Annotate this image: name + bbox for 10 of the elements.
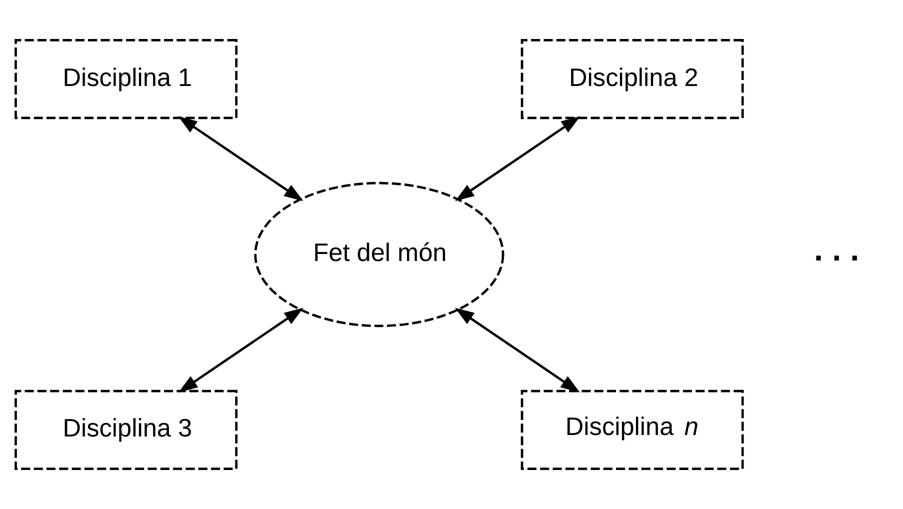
node-box: Disciplina 2 xyxy=(520,39,744,120)
arrow xyxy=(178,116,304,202)
node-box: Disciplina n xyxy=(520,390,744,470)
node-box: Disciplina 1 xyxy=(14,39,238,120)
node-box: Disciplina 3 xyxy=(14,390,238,470)
arrow xyxy=(178,308,304,392)
label: . . . xyxy=(814,232,860,268)
arrow xyxy=(454,308,580,392)
node-ellipse: Fet del món xyxy=(254,182,504,328)
arrow xyxy=(455,116,580,202)
